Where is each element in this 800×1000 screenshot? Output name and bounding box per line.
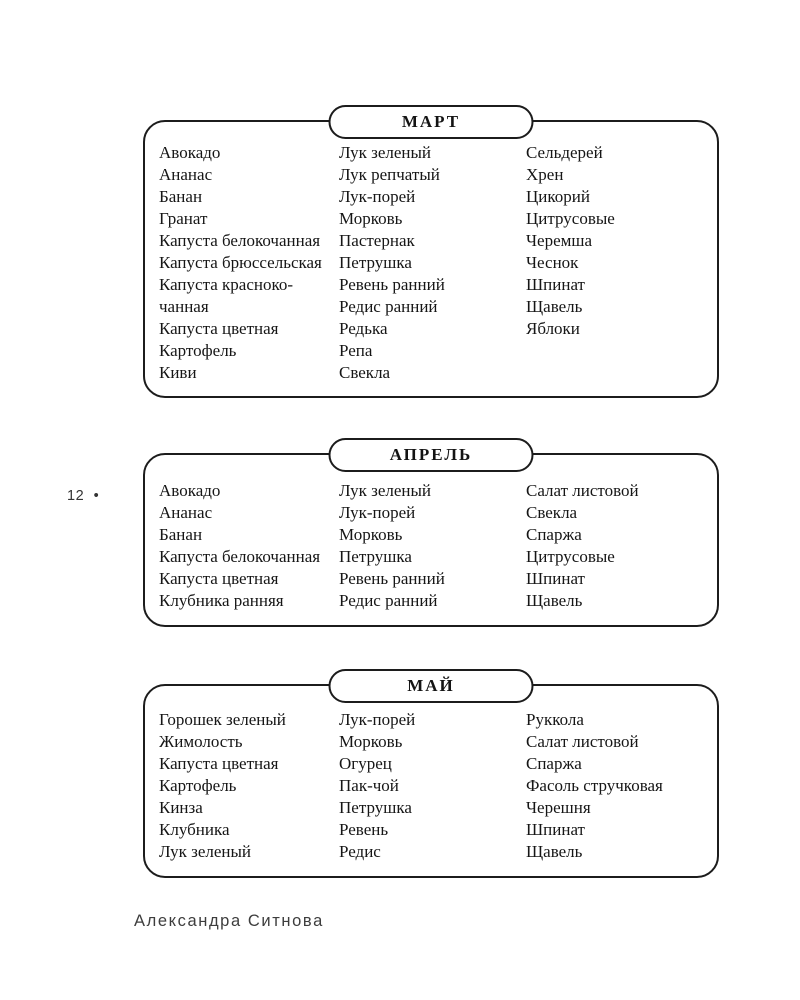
produce-item: Пак-чой xyxy=(339,776,399,795)
produce-item: Лук-порей xyxy=(339,503,416,522)
produce-item: Капуста белокочанная xyxy=(159,547,321,566)
month-title-march: МАРТ xyxy=(328,104,534,139)
produce-item: Морковь xyxy=(339,209,403,228)
month-title-may: МАЙ xyxy=(328,668,534,703)
produce-item: Клубника xyxy=(159,820,230,839)
produce-item: Петрушка xyxy=(339,547,412,566)
produce-item: Редис xyxy=(339,842,381,861)
produce-item: Яблоки xyxy=(526,319,580,338)
produce-item: Ревень ранний xyxy=(339,569,445,588)
produce-item: Клубника ранняя xyxy=(159,591,284,610)
produce-item: Свекла xyxy=(339,363,391,382)
page-number: 12 • xyxy=(67,488,100,504)
produce-item: Лук зеленый xyxy=(339,481,432,500)
produce-item: Морковь xyxy=(339,732,403,751)
produce-item: Картофель xyxy=(159,341,237,360)
produce-item: Горошек зеленый xyxy=(159,710,286,729)
produce-item: Гранат xyxy=(159,209,208,228)
produce-item: Морковь xyxy=(339,525,403,544)
produce-item: Лук-порей xyxy=(339,710,416,729)
produce-item: Жимолость xyxy=(159,732,243,751)
produce-item: Цикорий xyxy=(526,187,590,206)
produce-item: Огурец xyxy=(339,754,392,773)
produce-item: Цитрусовые xyxy=(526,547,615,566)
produce-item: Лук репчатый xyxy=(339,165,440,184)
produce-item: Салат листовой xyxy=(526,732,639,751)
produce-item: Цитрусовые xyxy=(526,209,615,228)
produce-item: чанная xyxy=(159,297,209,316)
author-name: Александра Ситнова xyxy=(134,912,324,930)
produce-item: Пастернак xyxy=(339,231,415,250)
produce-item: Шпинат xyxy=(526,569,585,588)
produce-item: Кинза xyxy=(159,798,203,817)
produce-item: Киви xyxy=(159,363,197,382)
produce-item: Петрушка xyxy=(339,253,412,272)
produce-item: Спаржа xyxy=(526,754,582,773)
produce-item: Лук-порей xyxy=(339,187,416,206)
produce-item: Банан xyxy=(159,525,203,544)
produce-item: Ревень ранний xyxy=(339,275,445,294)
produce-item: Щавель xyxy=(526,842,583,861)
produce-item: Шпинат xyxy=(526,820,585,839)
produce-item: Фасоль стручковая xyxy=(526,776,663,795)
produce-item: Петрушка xyxy=(339,798,412,817)
produce-item: Сельдерей xyxy=(526,143,603,162)
produce-item: Чеснок xyxy=(526,253,579,272)
produce-item: Редис ранний xyxy=(339,591,438,610)
produce-item: Авокадо xyxy=(159,143,221,162)
produce-item: Хрен xyxy=(526,165,564,184)
produce-item: Авокадо xyxy=(159,481,221,500)
produce-item: Свекла xyxy=(526,503,578,522)
produce-item: Капуста цветная xyxy=(159,569,279,588)
produce-item: Ревень xyxy=(339,820,389,839)
produce-item: Банан xyxy=(159,187,203,206)
produce-item: Лук зеленый xyxy=(159,842,252,861)
produce-item: Щавель xyxy=(526,591,583,610)
produce-item: Ананас xyxy=(159,165,213,184)
month-title-april: АПРЕЛЬ xyxy=(328,437,534,472)
produce-item: Картофель xyxy=(159,776,237,795)
produce-item: Редька xyxy=(339,319,388,338)
produce-item: Ананас xyxy=(159,503,213,522)
produce-item: Капуста белокочанная xyxy=(159,231,321,250)
produce-item: Черешня xyxy=(526,798,591,817)
produce-item: Репа xyxy=(339,341,373,360)
produce-item: Салат листовой xyxy=(526,481,639,500)
produce-item: Капуста красноко- xyxy=(159,275,294,294)
produce-item: Шпинат xyxy=(526,275,585,294)
produce-item: Капуста цветная xyxy=(159,319,279,338)
produce-item: Капуста цветная xyxy=(159,754,279,773)
produce-item: Редис ранний xyxy=(339,297,438,316)
produce-item: Руккола xyxy=(526,710,584,729)
produce-item: Щавель xyxy=(526,297,583,316)
produce-item: Капуста брюссельская xyxy=(159,253,322,272)
produce-item: Черемша xyxy=(526,231,593,250)
produce-item: Спаржа xyxy=(526,525,582,544)
produce-item: Лук зеленый xyxy=(339,143,432,162)
